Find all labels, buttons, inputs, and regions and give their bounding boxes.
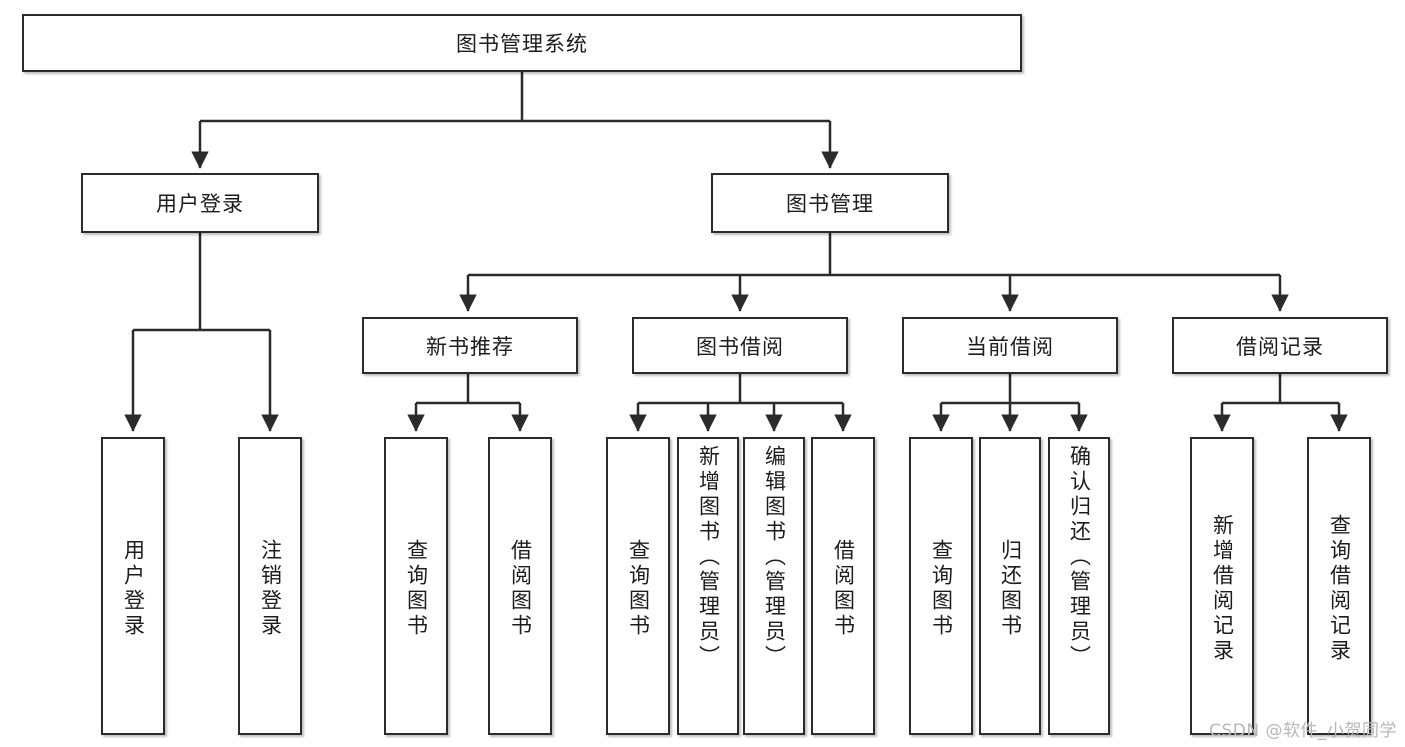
- node-leaf-query-book-3[interactable]: 查询图书: [909, 437, 973, 735]
- node-leaf-add-record[interactable]: 新增借阅记录: [1190, 437, 1254, 735]
- node-leaf-query-record[interactable]: 查询借阅记录: [1307, 437, 1371, 735]
- node-leaf-borrow-book-1[interactable]: 借阅图书: [488, 437, 552, 735]
- node-leaf-borrow-book-2-label: 借阅图书: [831, 539, 856, 639]
- node-leaf-add-book-label: 新增图书（管理员）: [696, 445, 721, 670]
- node-user-login[interactable]: 用户登录: [81, 173, 319, 233]
- node-leaf-query-book-1-label: 查询图书: [404, 539, 429, 639]
- node-leaf-add-book[interactable]: 新增图书（管理员）: [677, 437, 739, 735]
- node-leaf-user-login[interactable]: 用户登录: [101, 437, 165, 735]
- watermark: CSDN @软件_小贺同学: [1209, 721, 1397, 741]
- node-leaf-return-book-label: 归还图书: [998, 539, 1023, 639]
- node-leaf-borrow-book-2[interactable]: 借阅图书: [811, 437, 875, 735]
- node-current-borrow[interactable]: 当前借阅: [902, 317, 1118, 374]
- node-book-borrow[interactable]: 图书借阅: [632, 317, 848, 374]
- node-root-label: 图书管理系统: [456, 32, 588, 56]
- node-leaf-user-login-label: 用户登录: [121, 539, 146, 639]
- node-leaf-return-book[interactable]: 归还图书: [979, 437, 1041, 735]
- node-leaf-logout[interactable]: 注销登录: [238, 437, 302, 735]
- node-leaf-query-book-1[interactable]: 查询图书: [384, 437, 448, 735]
- node-borrow-record-label: 借阅记录: [1236, 334, 1324, 359]
- node-leaf-borrow-book-1-label: 借阅图书: [508, 539, 533, 639]
- node-leaf-add-record-label: 新增借阅记录: [1210, 514, 1235, 664]
- node-leaf-query-record-label: 查询借阅记录: [1327, 514, 1352, 664]
- node-borrow-record[interactable]: 借阅记录: [1172, 317, 1388, 374]
- node-leaf-confirm-return[interactable]: 确认归还（管理员）: [1048, 437, 1110, 735]
- node-book-borrow-label: 图书借阅: [696, 334, 784, 359]
- node-current-borrow-label: 当前借阅: [966, 334, 1054, 359]
- node-user-login-label: 用户登录: [156, 192, 244, 216]
- node-root[interactable]: 图书管理系统: [22, 14, 1022, 72]
- node-book-management[interactable]: 图书管理: [711, 173, 949, 233]
- node-book-management-label: 图书管理: [786, 192, 874, 216]
- node-new-book-recommend[interactable]: 新书推荐: [362, 317, 578, 374]
- node-leaf-confirm-return-label: 确认归还（管理员）: [1067, 445, 1092, 670]
- node-leaf-edit-book[interactable]: 编辑图书（管理员）: [743, 437, 805, 735]
- node-leaf-edit-book-label: 编辑图书（管理员）: [762, 445, 787, 670]
- node-new-book-recommend-label: 新书推荐: [426, 334, 514, 359]
- node-leaf-query-book-2[interactable]: 查询图书: [606, 437, 670, 735]
- node-leaf-query-book-3-label: 查询图书: [929, 539, 954, 639]
- node-leaf-logout-label: 注销登录: [258, 539, 283, 639]
- node-leaf-query-book-2-label: 查询图书: [626, 539, 651, 639]
